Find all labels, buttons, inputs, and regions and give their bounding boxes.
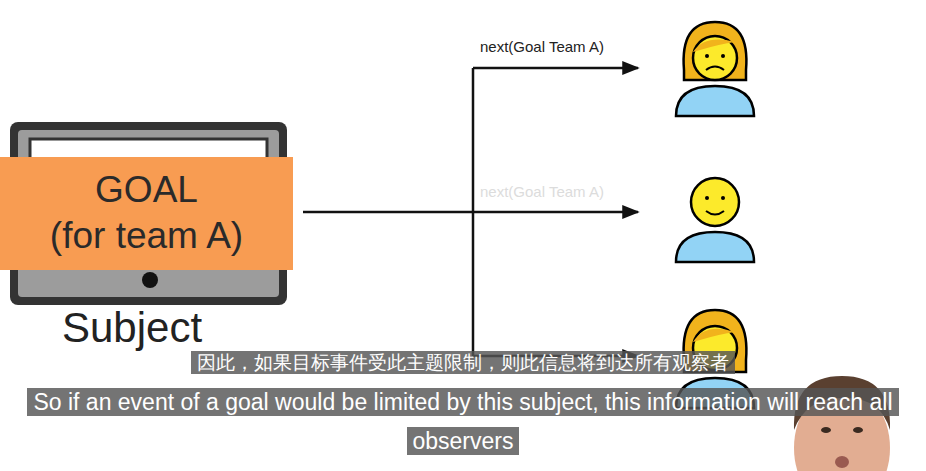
subject-monitor: Subject GOAL (for team A)	[10, 122, 287, 351]
branch-line	[472, 68, 475, 356]
monitor-button	[142, 272, 158, 288]
subject-label: Subject	[62, 307, 202, 349]
subtitle-band: So if an event of a goal would be limite…	[0, 383, 926, 461]
subtitle-chinese: 因此，如果目标事件受此主题限制，则此信息将到达所有观察者	[191, 351, 735, 374]
event-text: GOAL (for team A)	[50, 167, 243, 260]
broadcast-line	[303, 211, 638, 214]
subtitle-english: So if an event of a goal would be limite…	[27, 388, 898, 455]
subtitle-band: 因此，如果目标事件受此主题限制，则此信息将到达所有观察者	[0, 345, 926, 381]
edge-label: next(Goal Team A)	[480, 38, 604, 56]
observer-icon	[676, 22, 754, 116]
branch-arrow	[473, 67, 638, 70]
edge-label: next(Goal Team A)	[480, 183, 604, 201]
observer-icon	[676, 178, 754, 262]
event-box: GOAL (for team A)	[0, 157, 293, 270]
